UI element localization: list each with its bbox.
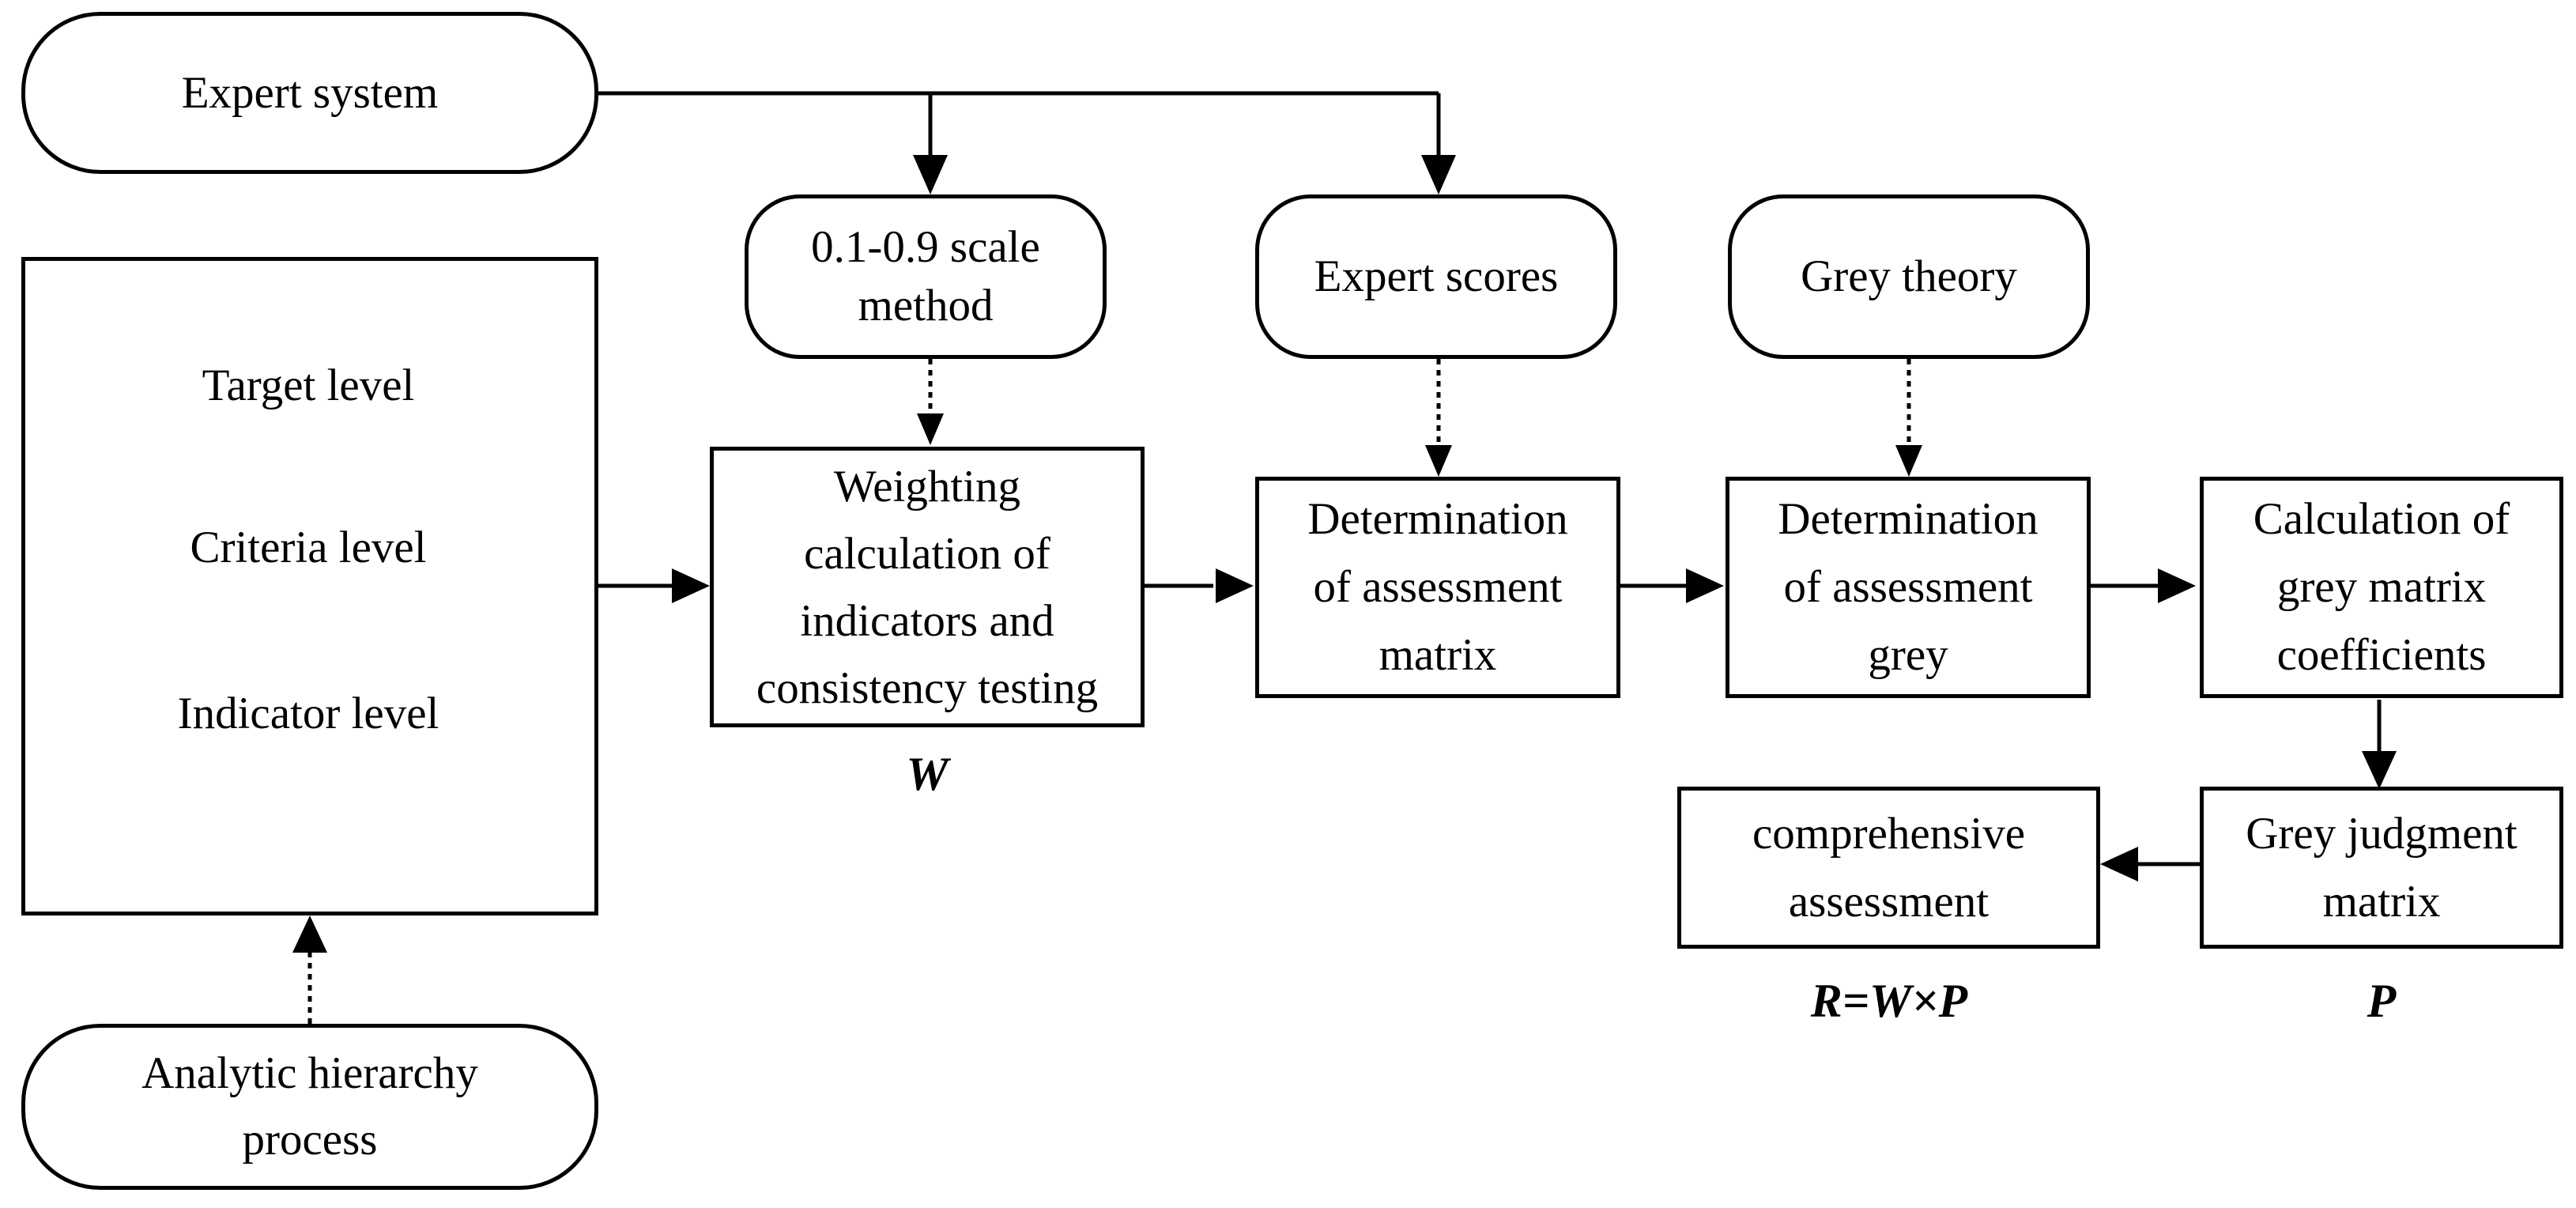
assessment-matrix-line2: of assessment — [1313, 562, 1563, 612]
grey-coefficients-line3: coefficients — [2276, 630, 2487, 680]
arrowhead-coefficients — [2158, 568, 2196, 603]
arrowhead-comprehensive — [2100, 847, 2138, 881]
assessment-matrix-node: Determination of assessment matrix — [1255, 477, 1620, 698]
assessment-grey-line2: of assessment — [1783, 562, 2033, 612]
comprehensive-assessment-node: comprehensive assessment — [1677, 787, 2100, 949]
assessment-matrix-line3: matrix — [1379, 630, 1497, 680]
grey-theory-node: Grey theory — [1728, 194, 2090, 359]
arrowhead-matrix — [1216, 568, 1254, 603]
analytic-hierarchy-process-node: Analytic hierarchy process — [21, 1024, 598, 1190]
weighting-label-line4: consistency testing — [756, 663, 1099, 713]
expert-scores-label: Expert scores — [1314, 251, 1559, 301]
comprehensive-line2: assessment — [1788, 876, 1990, 927]
result-formula-r: R=W×P — [1810, 975, 1968, 1027]
ahp-line1: Analytic hierarchy — [141, 1048, 478, 1098]
weighting-label-line1: Weighting — [833, 461, 1021, 512]
arrowhead-weighting — [672, 568, 710, 603]
arrowhead-hierarchy-dotted — [292, 915, 327, 953]
expert-system-label: Expert system — [181, 67, 439, 118]
weighting-label-line3: indicators and — [800, 595, 1054, 646]
scale-method-label-line1: 0.1-0.9 scale — [811, 222, 1040, 272]
expert-system-node: Expert system — [21, 12, 598, 174]
grey-judgment-line1: Grey judgment — [2246, 808, 2518, 859]
judgment-formula-p: P — [2367, 975, 2397, 1027]
target-level-label: Target level — [202, 361, 415, 410]
arrowhead-grey-dotted — [1895, 445, 1922, 477]
arrowhead-judgment — [2362, 751, 2397, 789]
scale-method-node: 0.1-0.9 scale method — [745, 194, 1107, 359]
weight-formula-w: W — [906, 748, 949, 800]
grey-judgment-node: Grey judgment matrix — [2200, 787, 2563, 949]
ahp-line2: process — [242, 1115, 378, 1165]
grey-coefficients-line2: grey matrix — [2276, 562, 2487, 612]
assessment-grey-node: Determination of assessment grey — [1726, 477, 2091, 698]
arrowhead-grey — [1686, 568, 1724, 603]
assessment-grey-line1: Determination — [1778, 494, 2039, 544]
arrowhead-scores — [1421, 155, 1456, 194]
weighting-calculation-node: Weighting calculation of indicators and … — [710, 447, 1145, 727]
assessment-matrix-line1: Determination — [1307, 494, 1568, 544]
weighting-label-line2: calculation of — [804, 528, 1050, 579]
assessment-grey-line3: grey — [1868, 630, 1948, 680]
arrowhead-weighting-dotted — [917, 413, 944, 445]
arrowhead-scale — [913, 155, 948, 194]
comprehensive-line1: comprehensive — [1752, 808, 2026, 859]
grey-theory-label: Grey theory — [1801, 251, 2017, 301]
scale-method-label-line2: method — [858, 281, 994, 330]
arrowhead-matrix-dotted — [1425, 445, 1452, 477]
grey-judgment-line2: matrix — [2322, 876, 2441, 927]
grey-coefficients-line1: Calculation of — [2253, 494, 2510, 544]
criteria-level-label: Criteria level — [190, 523, 427, 572]
expert-scores-node: Expert scores — [1255, 194, 1617, 359]
grey-coefficients-node: Calculation of grey matrix coefficients — [2200, 477, 2563, 698]
indicator-level-label: Indicator level — [177, 689, 439, 738]
hierarchy-levels-box — [21, 257, 598, 915]
